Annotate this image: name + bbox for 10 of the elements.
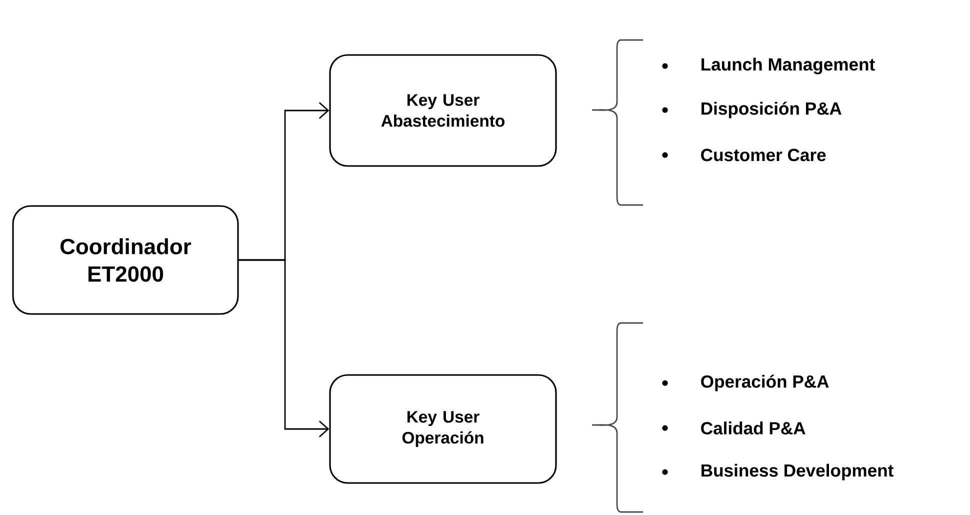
- coordinator-box: Coordinador ET2000: [12, 205, 239, 315]
- role-box: Key User Abastecimiento: [329, 54, 557, 167]
- role-box: Key User Operación: [329, 374, 557, 484]
- list-item: Operación P&A: [701, 374, 829, 392]
- list-item: Launch Management: [702, 58, 875, 74]
- arrow: [238, 259, 330, 438]
- list-item: Calidad P&A: [701, 422, 806, 434]
- list-item: Disposición P&A: [702, 102, 842, 118]
- list-item: Customer Care: [701, 148, 826, 162]
- list-item: Business Development: [702, 464, 894, 480]
